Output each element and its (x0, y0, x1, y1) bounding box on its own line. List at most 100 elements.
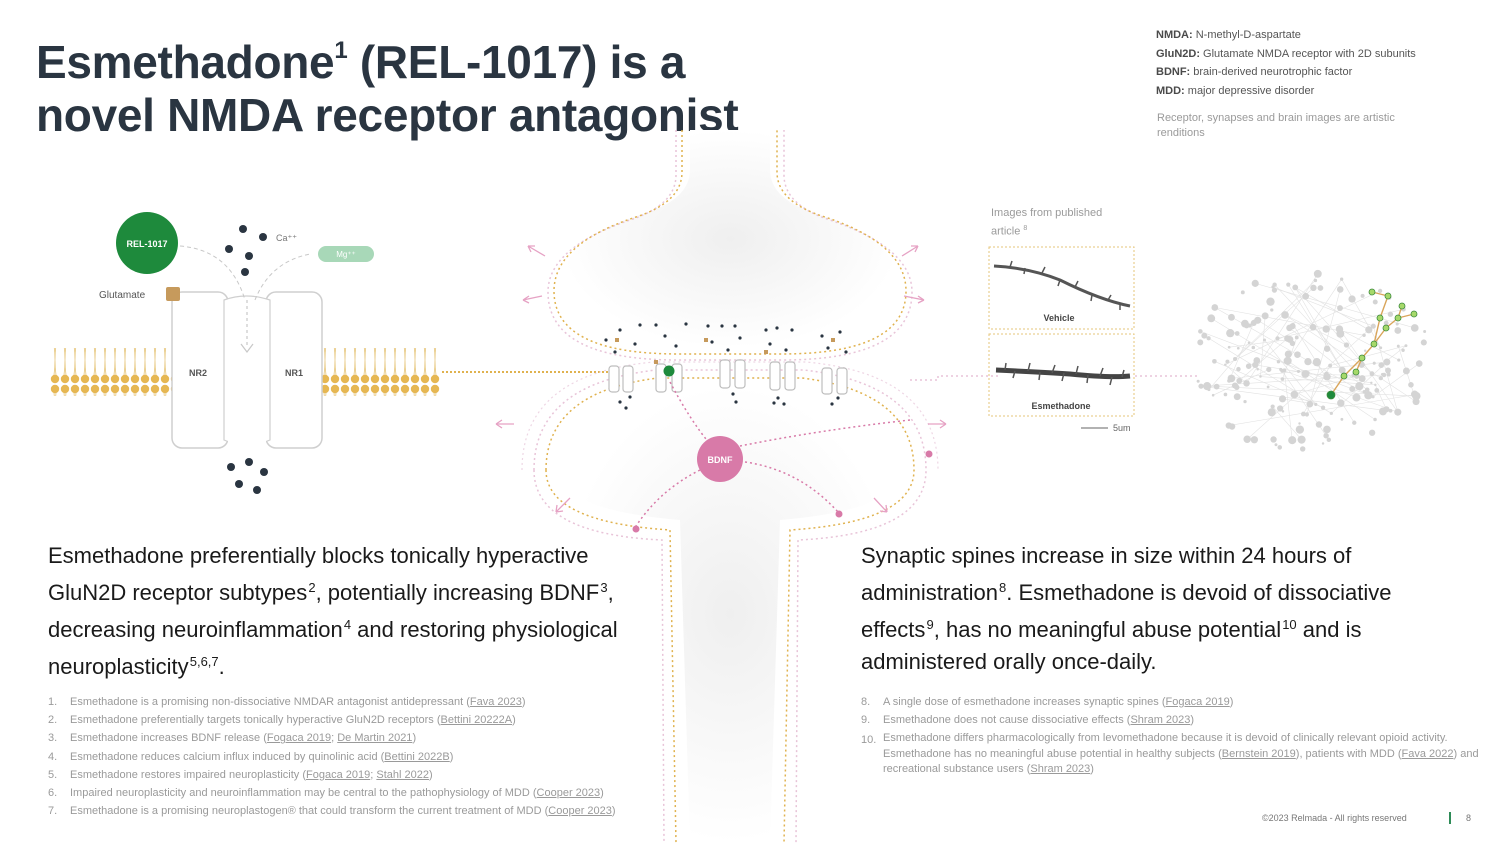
title-line1-b: (REL-1017) is a (347, 36, 686, 88)
reference-text: ) (611, 805, 616, 818)
mechanism-paragraph: Esmethadone preferentially blocks tonica… (48, 540, 628, 683)
reference-number: 6. (48, 787, 58, 800)
effects-paragraph: Synaptic spines increase in size within … (861, 540, 1441, 678)
reference-link[interactable]: Fogaca 2019 (1165, 696, 1230, 708)
reference-text: Esmethadone increases BDNF release ( (70, 732, 267, 745)
reference-text: Impaired neuroplasticity and neuroinflam… (70, 787, 537, 800)
calcium-label: Ca⁺⁺ (276, 233, 297, 243)
reference-link[interactable]: Cooper 2023 (536, 787, 601, 800)
reference-text: Esmethadone reduces calcium influx induc… (70, 750, 385, 763)
reference-text: Esmethadone restores impaired neuroplast… (70, 768, 307, 781)
glossary-item-bdnf: BDNF: brain-derived neurotrophic factor (1156, 63, 1416, 82)
reference-item: 10.Esmethadone differs pharmacologically… (861, 731, 1481, 778)
esmethadone-panel-label: Esmethadone (1031, 401, 1090, 411)
reference-item: 4.Esmethadone reduces calcium influx ind… (48, 748, 748, 766)
neurotransmitter-dots (604, 322, 848, 410)
glossary-def: N-methyl-D-aspartate (1192, 29, 1301, 41)
para-text: , decreasing neuroinflammation (48, 580, 614, 642)
references-list-left: 1.Esmethadone is a promising non-dissoci… (48, 693, 748, 820)
glossary-term: NMDA: (1156, 29, 1193, 41)
magnesium-label: Mg⁺⁺ (336, 250, 356, 259)
para-footnote: 2 (308, 580, 316, 595)
reference-link[interactable]: Fava 2022 (1401, 747, 1454, 760)
microscopy-panels: Vehicle Esmethadone 5um (988, 246, 1135, 433)
glossary-def: Glutamate NMDA receptor with 2D subunits (1200, 47, 1416, 60)
bdnf-release-marks (632, 450, 933, 533)
magnesium-badge (318, 246, 374, 262)
bdnf-label: BDNF (708, 455, 733, 465)
para-footnote: 8 (999, 580, 1007, 595)
reference-item: 7.Esmethadone is a promising neuroplasto… (48, 802, 748, 820)
reference-text: ), patients with MDD ( (1295, 747, 1402, 760)
para-text: Synaptic spines increase in size within … (861, 543, 1352, 605)
page-number: 8 (1466, 813, 1472, 823)
para-text: Esmethadone preferentially blocks tonica… (48, 543, 589, 605)
references-list-right: 8. A single dose of esmethadone increases… (861, 693, 1481, 778)
images-source-note: Images from published article 8 (991, 206, 1111, 240)
reference-text: ; (331, 732, 338, 745)
rel-1017-molecule (116, 212, 178, 274)
artistic-rendition-note: Receptor, synapses and brain images are … (1157, 112, 1395, 139)
reference-number: 8. (861, 696, 871, 708)
glossary-def: major depressive disorder (1184, 84, 1315, 97)
page-title: Esmethadone1 (REL-1017) is a novel NMDA … (36, 24, 856, 142)
footer-copyright: ©2023 Relmada - All rights reserved (1262, 813, 1407, 823)
reference-link[interactable]: De Martin 2021 (337, 732, 413, 745)
reference-number: 2. (48, 714, 58, 727)
title-footnote-mark: 1 (334, 37, 348, 64)
reference-item: 2. Esmethadone preferentially targets ton… (48, 711, 748, 729)
para-text: . Esmethadone is devoid of dissociative … (861, 580, 1392, 642)
para-footnote: 9 (926, 617, 934, 632)
reference-link[interactable]: Shram 2023 (1030, 763, 1091, 776)
reference-text: ) (521, 696, 526, 708)
reference-text: ) (412, 732, 417, 745)
reference-link[interactable]: Bettini 20222A (440, 714, 513, 727)
nr1-label: NR1 (285, 368, 303, 378)
synaptic-receptors (608, 359, 848, 395)
reference-link[interactable]: Stahl 2022 (376, 768, 429, 781)
reference-number: 5. (48, 768, 58, 781)
bound-rel-1017 (663, 365, 675, 377)
para-footnote: 3 (600, 580, 608, 595)
glutamate-label: Glutamate (99, 290, 146, 301)
reference-number: 7. (48, 805, 58, 818)
reference-text: ) (512, 714, 516, 727)
reference-item: 3.Esmethadone increases BDNF release (Fo… (48, 729, 748, 747)
glossary-def: brain-derived neurotrophic factor (1190, 66, 1353, 78)
glutamate-particles (615, 338, 835, 364)
reference-text: ; (370, 768, 377, 781)
reference-link[interactable]: Shram 2023 (1130, 714, 1191, 727)
calcium-ions (225, 225, 268, 494)
reference-text: ) (449, 750, 454, 763)
para-text: and is administered orally once-daily. (861, 617, 1362, 674)
para-text: , potentially increasing BDNF (315, 580, 600, 605)
reference-link[interactable]: Bettini 2022B (384, 750, 450, 763)
vehicle-label: Vehicle (1043, 313, 1074, 323)
vehicle-dendrite (993, 264, 1131, 308)
para-text: . (218, 654, 225, 679)
title-line2: novel NMDA receptor antagonist (36, 89, 739, 141)
reference-number: 10. (861, 734, 877, 747)
para-footnote: 10 (1282, 617, 1297, 632)
reference-link[interactable]: Fogaca 2019 (306, 768, 371, 781)
glossary-term: BDNF: (1156, 66, 1191, 78)
para-footnote: 4 (343, 617, 352, 632)
para-text: , has no meaningful abuse potential (933, 617, 1282, 642)
bdnf-molecule (697, 436, 743, 482)
reference-link[interactable]: Fogaca 2019 (266, 732, 332, 745)
glossary-term: MDD: (1156, 84, 1185, 97)
reference-item: 5. Esmethadone restores impaired neuropla… (48, 766, 748, 784)
reference-link[interactable]: Fava 2023 (469, 696, 522, 708)
reference-link[interactable]: Cooper 2023 (548, 805, 612, 818)
reference-text: A single dose of esmethadone increases s… (883, 696, 1166, 708)
reference-text: Esmethadone preferentially targets tonic… (70, 714, 441, 727)
reference-link[interactable]: Bernstein 2019 (1221, 747, 1296, 760)
reference-number: 9. (861, 714, 871, 727)
reference-text: ) (1190, 714, 1195, 727)
scale-bar-label: 5um (1113, 423, 1131, 433)
glossary-item-mdd: MDD: major depressive disorder (1156, 82, 1416, 101)
reference-text: ) (1229, 696, 1234, 708)
reference-item: 6. Impaired neuroplasticity and neuroinfl… (48, 784, 748, 802)
title-line1-a: Esmethadone (36, 36, 335, 88)
